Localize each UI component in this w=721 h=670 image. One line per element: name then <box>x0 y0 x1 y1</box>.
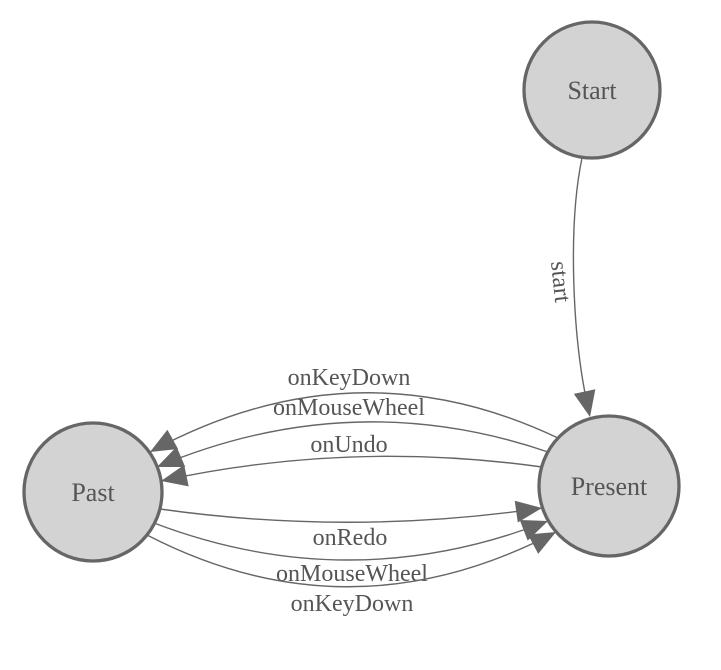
edge-present-to-past-onUndo <box>160 455 543 482</box>
edge-past-to-present-onRedo <box>159 507 543 523</box>
edge-label-past-to-present-onKeyDown: onKeyDown <box>291 591 414 617</box>
edge-label-present-to-past-onKeyDown: onKeyDown <box>288 365 411 391</box>
edge-label-present-to-past-onMouseWheel: onMouseWheel <box>273 395 425 421</box>
edge-past-to-present-onKeyDown <box>146 531 557 588</box>
edge-label-past-to-present-onRedo: onRedo <box>313 525 388 551</box>
state-node-start <box>522 20 662 160</box>
arrowhead-icon-past-to-present-onKeyDown <box>527 532 556 554</box>
arrowhead-icon-past-to-present-onRedo <box>514 500 542 523</box>
arrowhead-icon-present-to-past-onUndo <box>161 464 189 487</box>
state-node-label-past: Past <box>71 478 115 507</box>
edge-present-to-past-onMouseWheel <box>156 421 549 468</box>
edge-present-to-past-onKeyDown <box>149 392 559 453</box>
arrowhead-icon-present-to-past-onMouseWheel <box>157 446 186 467</box>
arrowhead-icon-start-to-present <box>573 389 596 417</box>
state-node-past <box>22 421 164 563</box>
edge-start-to-present <box>572 157 589 409</box>
arrowhead-icon-past-to-present-onMouseWheel <box>519 520 548 541</box>
edge-past-to-present-onMouseWheel <box>153 520 549 561</box>
edge-label-start-to-present: start <box>545 260 575 304</box>
edge-label-present-to-past-onUndo: onUndo <box>310 432 387 458</box>
state-node-label-start: Start <box>567 76 617 105</box>
state-node-label-present: Present <box>571 472 648 501</box>
state-node-present <box>537 414 681 558</box>
arrowhead-icon-present-to-past-onKeyDown <box>150 429 179 452</box>
